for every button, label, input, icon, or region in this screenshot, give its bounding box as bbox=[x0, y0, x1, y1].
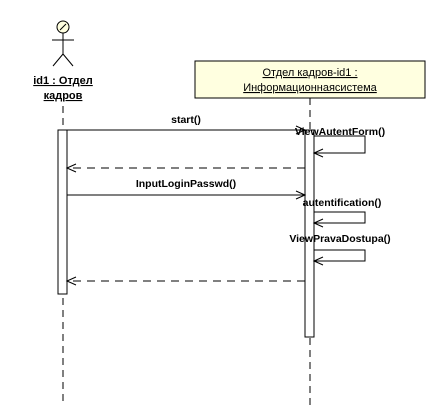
actor-name-line2: кадров bbox=[44, 90, 83, 102]
return-message-1 bbox=[65, 163, 305, 173]
message-view-prava-dostupa bbox=[312, 249, 366, 266]
message-input-login-passwd bbox=[67, 190, 307, 200]
object-name-line2: Информационнаясистема bbox=[243, 82, 377, 94]
message-input-login-passwd-label: InputLoginPasswd() bbox=[136, 178, 236, 190]
object-activation-bar bbox=[304, 129, 315, 338]
actor-icon bbox=[52, 20, 74, 67]
message-view-autent-form-label: ViewAutentForm() bbox=[295, 126, 385, 138]
message-start-label: start() bbox=[171, 114, 201, 126]
message-start bbox=[67, 125, 307, 135]
return-message-2 bbox=[65, 276, 305, 286]
actor-name-line1: id1 : Отдел bbox=[33, 75, 93, 87]
message-view-autent-form bbox=[312, 135, 366, 158]
object-name-line1: Отдел кадров-id1 : bbox=[263, 67, 358, 79]
message-autentification-label: autentification() bbox=[303, 197, 382, 209]
message-view-prava-dostupa-label: ViewPravaDostupa() bbox=[289, 233, 390, 245]
message-autentification bbox=[312, 211, 366, 228]
actor-activation-bar bbox=[57, 129, 68, 295]
